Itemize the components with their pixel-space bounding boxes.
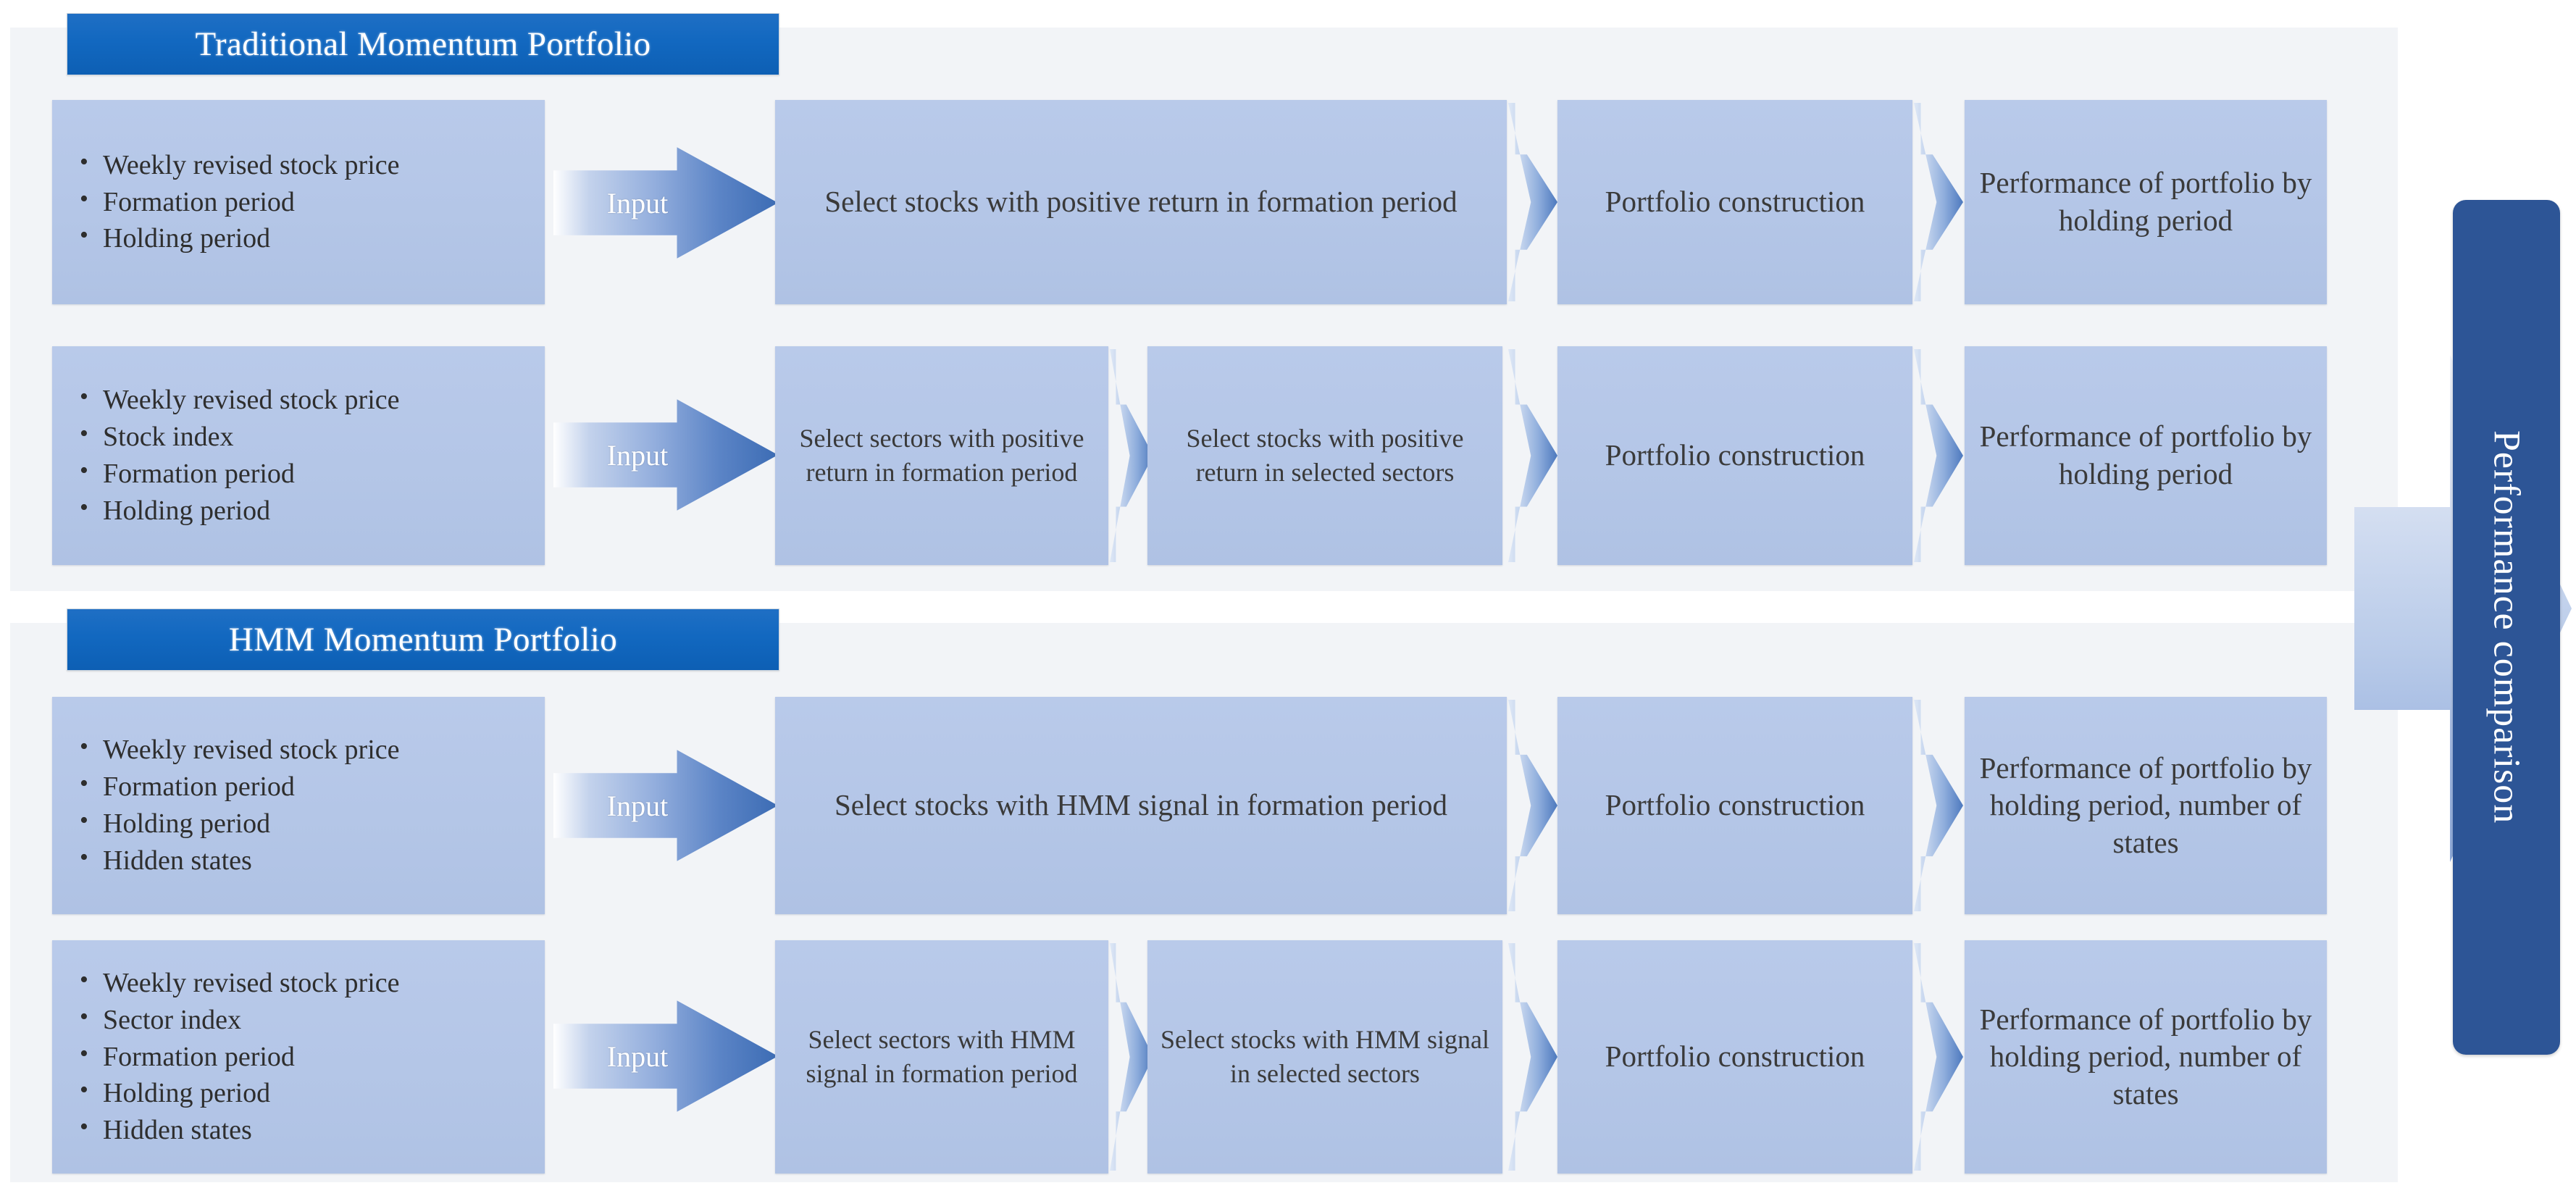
step-box-row4-1: Select sectors with HMM signal in format… (775, 940, 1108, 1174)
construction-box-row1: Portfolio construction (1557, 100, 1912, 304)
list-item: Holding period (77, 219, 400, 257)
list-item: Weekly revised stock price (77, 730, 400, 769)
outcome-box-row3: Performance of portfolio by holding peri… (1965, 697, 2327, 914)
step-box-row2-1: Select sectors with positive return in f… (775, 346, 1108, 565)
list-item: Holding period (77, 804, 400, 842)
list-item: Formation period (77, 183, 400, 221)
construction-box-text: Portfolio construction (1605, 1040, 1865, 1074)
list-item: Holding period (77, 491, 400, 530)
list-item: Formation period (77, 767, 400, 806)
section-title-traditional: Traditional Momentum Portfolio (195, 25, 651, 63)
step-box-row3-1: Select stocks with HMM signal in formati… (775, 697, 1507, 914)
input-arrow-label: Input (606, 186, 669, 219)
outcome-box-text: Performance of portfolio by holding peri… (1979, 419, 2312, 490)
step-box-row1-1: Select stocks with positive return in fo… (775, 100, 1507, 304)
outcome-box-row1: Performance of portfolio by holding peri… (1965, 100, 2327, 304)
list-item: Weekly revised stock price (77, 380, 400, 419)
list-item: Weekly revised stock price (77, 963, 400, 1002)
outcome-box-row4: Performance of portfolio by holding peri… (1965, 940, 2327, 1174)
list-item: Weekly revised stock price (77, 146, 400, 184)
input-list-row1: Weekly revised stock price Formation per… (52, 100, 545, 304)
list-item: Hidden states (77, 1110, 400, 1149)
performance-comparison-bar: Performance comparison (2453, 200, 2560, 1055)
step-box-row4-2: Select stocks with HMM signal in selecte… (1147, 940, 1502, 1174)
performance-comparison-label: Performance comparison (2485, 430, 2527, 824)
construction-box-row3: Portfolio construction (1557, 697, 1912, 914)
step-box-row2-2: Select stocks with positive return in se… (1147, 346, 1502, 565)
outcome-box-row2: Performance of portfolio by holding peri… (1965, 346, 2327, 565)
list-item: Hidden states (77, 841, 400, 879)
construction-box-text: Portfolio construction (1605, 438, 1865, 472)
outcome-box-text: Performance of portfolio by holding peri… (1979, 750, 2312, 859)
step-box-text: Select stocks with HMM signal in formati… (834, 788, 1448, 822)
construction-box-row4: Portfolio construction (1557, 940, 1912, 1174)
list-item: Stock index (77, 417, 400, 456)
input-arrow-label: Input (606, 789, 669, 822)
input-list-row4: Weekly revised stock price Sector index … (52, 940, 545, 1174)
construction-box-row2: Portfolio construction (1557, 346, 1912, 565)
step-box-text: Select stocks with positive return in fo… (824, 185, 1458, 219)
outcome-box-text: Performance of portfolio by holding peri… (1979, 166, 2312, 237)
list-item: Formation period (77, 1037, 400, 1076)
section-header-traditional: Traditional Momentum Portfolio (67, 13, 779, 75)
input-arrow-label: Input (606, 1040, 669, 1073)
step-box-text: Select sectors with positive return in f… (799, 424, 1084, 487)
input-arrow-label: Input (606, 438, 669, 472)
step-box-text: Select sectors with HMM signal in format… (806, 1025, 1078, 1088)
construction-box-text: Portfolio construction (1605, 788, 1865, 822)
section-header-hmm: HMM Momentum Portfolio (67, 608, 779, 671)
input-list-row3: Weekly revised stock price Formation per… (52, 697, 545, 914)
input-list-row2: Weekly revised stock price Stock index F… (52, 346, 545, 565)
list-item: Sector index (77, 1000, 400, 1039)
section-title-hmm: HMM Momentum Portfolio (228, 621, 618, 658)
list-item: Formation period (77, 454, 400, 493)
outcome-box-text: Performance of portfolio by holding peri… (1979, 1002, 2312, 1110)
step-box-text: Select stocks with HMM signal in selecte… (1161, 1025, 1489, 1088)
list-item: Holding period (77, 1074, 400, 1112)
step-box-text: Select stocks with positive return in se… (1186, 424, 1464, 487)
construction-box-text: Portfolio construction (1605, 185, 1865, 219)
